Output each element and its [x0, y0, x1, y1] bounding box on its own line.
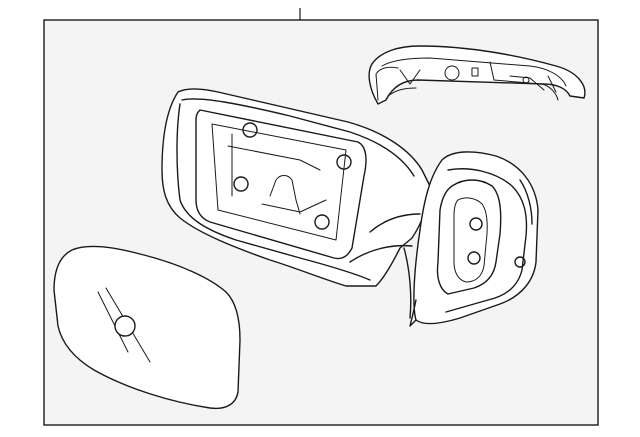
mirror-cover-cap[interactable] — [368, 45, 586, 105]
mirror-base-mount[interactable] — [403, 151, 539, 327]
mirror-glass[interactable] — [53, 245, 241, 410]
mirror-housing-assembly[interactable] — [161, 88, 431, 287]
